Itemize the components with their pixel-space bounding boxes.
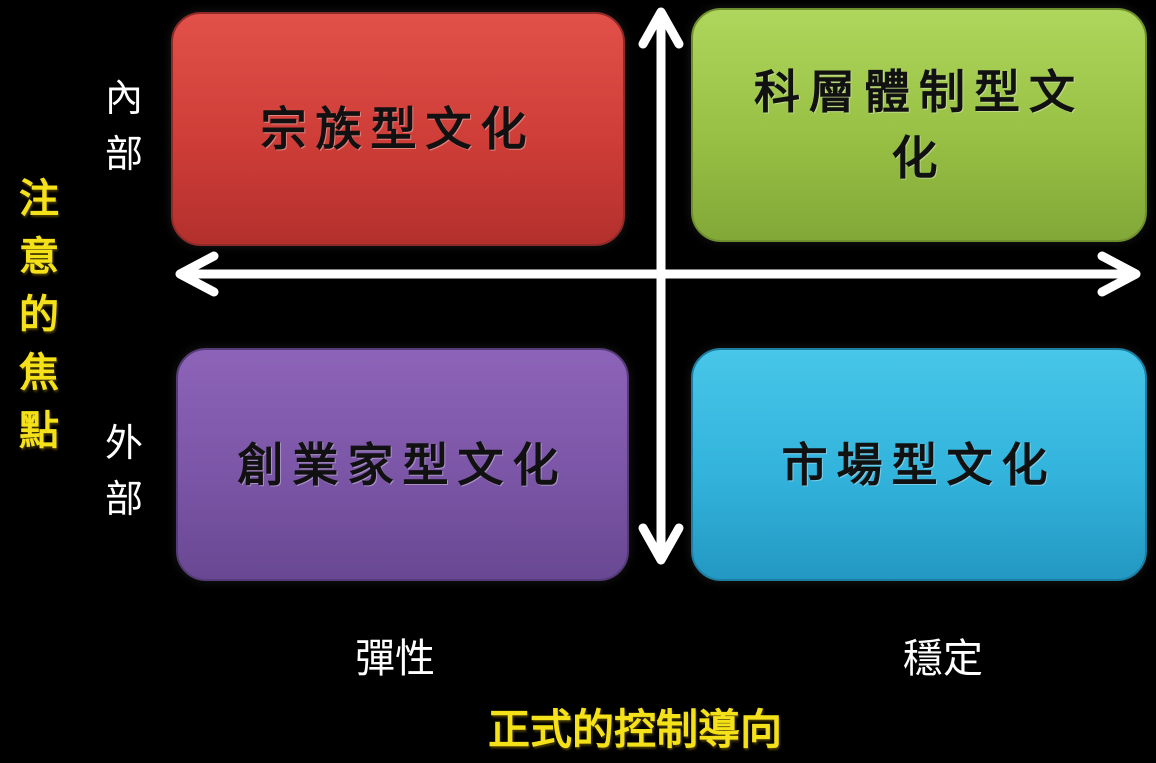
quadrant-market-culture: 市場型文化 [691, 348, 1147, 581]
quadrant-clan-culture: 宗族型文化 [171, 12, 625, 246]
vertical-axis-title: 注意的焦點 [19, 175, 59, 454]
horizontal-axis-title: 正式的控制導向 [488, 705, 783, 754]
internal-focus-label: 內部 [104, 76, 143, 176]
flexibility-label: 彈性 [355, 636, 435, 682]
external-focus-label: 外部 [104, 421, 143, 521]
vertical-axis-arrow [638, 7, 684, 565]
stability-label: 穩定 [903, 636, 983, 682]
quadrant-market-label: 市場型文化 [781, 437, 1057, 492]
quadrant-hierarchy-label: 科層體制型文化 [754, 65, 1084, 185]
quadrant-clan-label: 宗族型文化 [260, 102, 536, 156]
quadrant-adhocracy-culture: 創業家型文化 [176, 348, 629, 581]
quadrant-adhocracy-label: 創業家型文化 [237, 437, 568, 492]
quadrant-hierarchy-culture: 科層體制型文化 [691, 8, 1147, 242]
